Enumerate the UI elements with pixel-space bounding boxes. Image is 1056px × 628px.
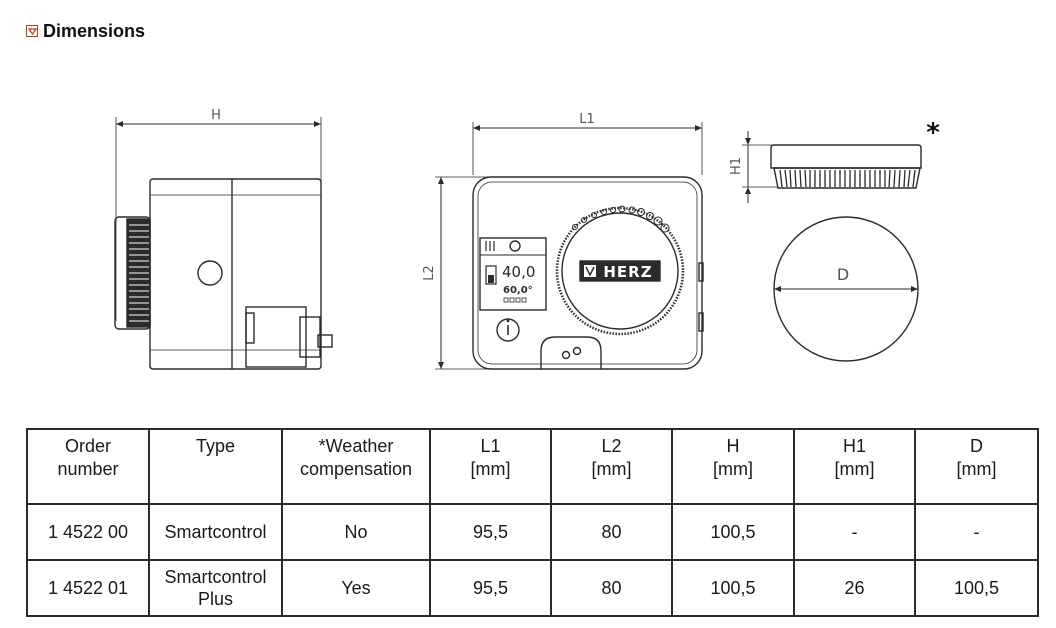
header-h1: H1[mm] (793, 428, 916, 505)
cell-l1: 95,5 (429, 559, 552, 617)
cell-order: 1 4522 01 (26, 559, 150, 617)
checkbox-icon (26, 25, 38, 37)
cell-h: 100,5 (671, 559, 795, 617)
label-h1: H1 (729, 157, 744, 175)
header-l1: L1[mm] (429, 428, 552, 505)
header-d: D[mm] (914, 428, 1039, 505)
display-temp: 40,0 (502, 263, 535, 281)
table-row: 1 4522 00 Smartcontrol No 95,5 80 100,5 … (26, 503, 1039, 561)
header-h: H[mm] (671, 428, 795, 505)
cell-h: 100,5 (671, 503, 795, 561)
cell-h1: 26 (793, 559, 916, 617)
front-view (435, 122, 704, 370)
label-l2: L2 (422, 265, 437, 281)
cell-l1: 95,5 (429, 503, 552, 561)
cell-type: Smartcontrol (148, 503, 283, 561)
cell-d: 100,5 (914, 559, 1039, 617)
cell-order: 1 4522 00 (26, 503, 150, 561)
side-view (114, 117, 333, 370)
label-d: D (837, 265, 849, 284)
header-l2: L2[mm] (550, 428, 673, 505)
cell-d: - (914, 503, 1039, 561)
cell-weather: Yes (281, 559, 431, 617)
section-header: Dimensions (26, 20, 145, 42)
cell-l2: 80 (550, 503, 673, 561)
logo-text: HERZ (603, 263, 652, 281)
label-h: H (211, 108, 221, 123)
cap-view (742, 131, 922, 362)
section-title: Dimensions (43, 20, 146, 41)
cell-weather: No (281, 503, 431, 561)
cell-h1: - (793, 503, 916, 561)
label-l1: L1 (579, 112, 595, 127)
dimension-drawings: H L1 L2 H1 D * 40,0 60,0° HERZ (114, 108, 940, 370)
cell-l2: 80 (550, 559, 673, 617)
asterisk-mark: * (926, 118, 940, 148)
display-setpoint: 60,0° (503, 285, 533, 296)
header-type: Type (148, 428, 283, 505)
